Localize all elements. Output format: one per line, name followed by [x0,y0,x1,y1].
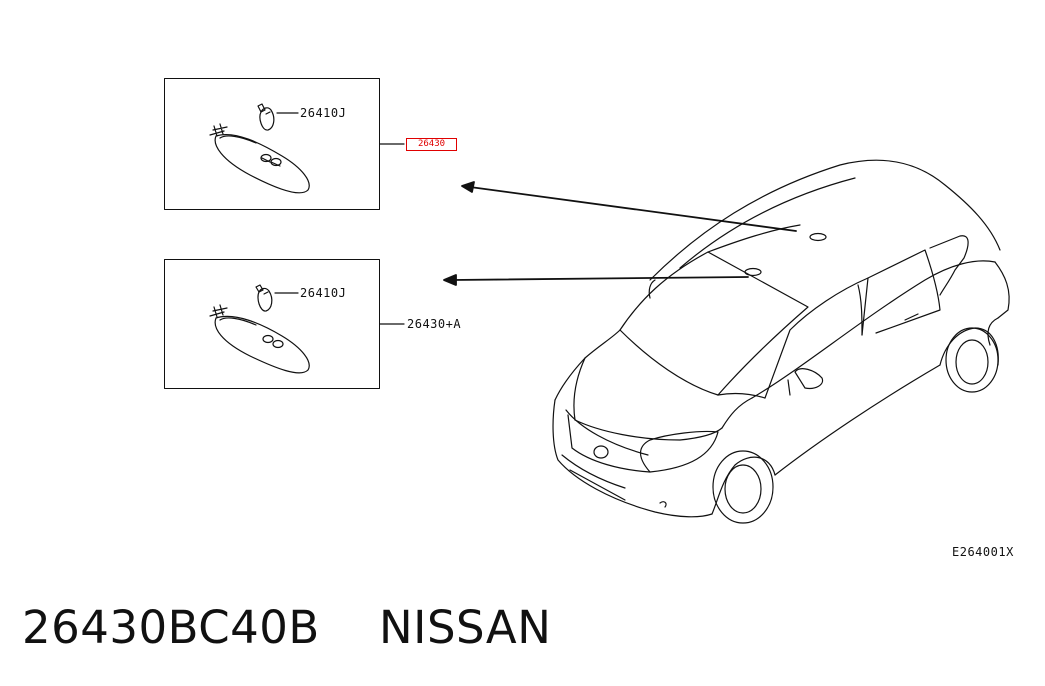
callout-bulb-top: 26410J [300,106,347,120]
bulb-icon-bottom [255,284,273,312]
figure-code: E264001X [952,545,1014,559]
car-outline-drawing [552,159,1010,524]
part-number: 26430BC40B [22,601,320,654]
callout-lamp-bottom: 26430+A [407,317,462,331]
brand-name: NISSAN [379,601,552,654]
bulb-icon-top [257,103,275,131]
detail-box-top [164,78,380,210]
lamp-housing-icon-bottom [209,304,310,374]
detail-box-bottom [164,259,380,389]
front-wheel [712,450,774,524]
part-caption: 26430BC40B NISSAN [22,600,551,656]
lamp-housing-icon-top [209,123,310,194]
callout-bulb-bottom: 26410J [300,286,347,300]
callout-lamp-top-highlight[interactable]: 26430 [406,138,457,151]
arrow-front-lamp [443,274,749,286]
rear-wheel [945,327,999,393]
